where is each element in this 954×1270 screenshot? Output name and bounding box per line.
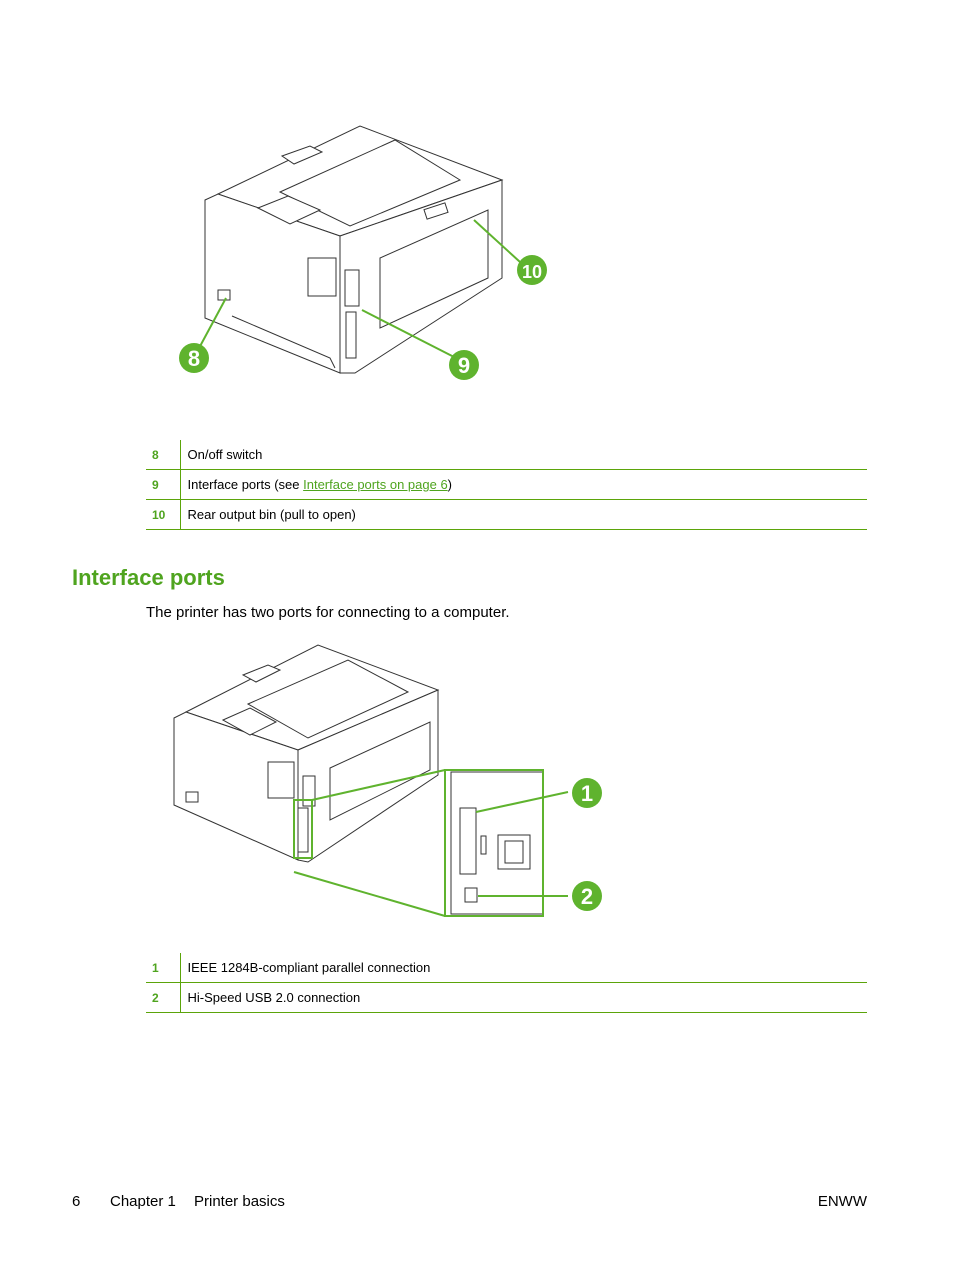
section-title: Interface ports <box>72 565 225 590</box>
legend-description: IEEE 1284B-compliant parallel connection <box>187 960 431 975</box>
interface-ports-link[interactable]: Interface ports on page 6 <box>303 477 448 492</box>
legend-description: On/off switch <box>187 447 263 462</box>
rear-view-legend-table: 8 On/off switch 9 Interface ports (see I… <box>146 440 867 530</box>
callout-8-label: 8 <box>188 346 200 371</box>
page-number: 6 <box>72 1193 81 1210</box>
callout-1-label: 1 <box>581 781 593 806</box>
legend-description: Hi-Speed USB 2.0 connection <box>187 990 361 1005</box>
printer-rear-illustration: 8 9 10 <box>179 125 547 380</box>
legend-number: 1 <box>146 953 181 983</box>
legend-description: Rear output bin (pull to open) <box>187 507 356 522</box>
document-code: ENWW <box>817 1193 867 1210</box>
table-row: 1 IEEE 1284B-compliant parallel connecti… <box>146 953 867 983</box>
callout-9-icon <box>449 350 479 380</box>
callout-10-label: 10 <box>522 262 542 282</box>
legend-number: 9 <box>146 469 181 500</box>
chapter-title: Printer basics <box>194 1193 285 1210</box>
callout-10-icon <box>517 255 547 285</box>
callout-2-icon <box>572 881 602 911</box>
callout-2-label: 2 <box>581 884 593 909</box>
callout-1-icon <box>572 778 602 808</box>
legend-text-before: Interface ports (see <box>187 477 304 492</box>
table-row: 2 Hi-Speed USB 2.0 connection <box>146 982 867 1013</box>
chapter-label: Chapter 1 <box>110 1193 176 1210</box>
table-row: 9 Interface ports (see Interface ports o… <box>146 469 867 500</box>
legend-text-after: ) <box>447 477 453 492</box>
interface-ports-illustration: 1 2 <box>173 644 602 917</box>
callout-9-label: 9 <box>458 353 470 378</box>
table-row: 8 On/off switch <box>146 440 867 470</box>
legend-number: 8 <box>146 440 181 470</box>
legend-number: 10 <box>146 499 181 530</box>
section-intro: The printer has two ports for connecting… <box>146 604 510 621</box>
callout-8-icon <box>179 343 209 373</box>
legend-number: 2 <box>146 982 181 1013</box>
table-row: 10 Rear output bin (pull to open) <box>146 499 867 530</box>
legend-description: Interface ports (see Interface ports on … <box>180 470 867 500</box>
interface-ports-legend-table: 1 IEEE 1284B-compliant parallel connecti… <box>146 953 867 1013</box>
